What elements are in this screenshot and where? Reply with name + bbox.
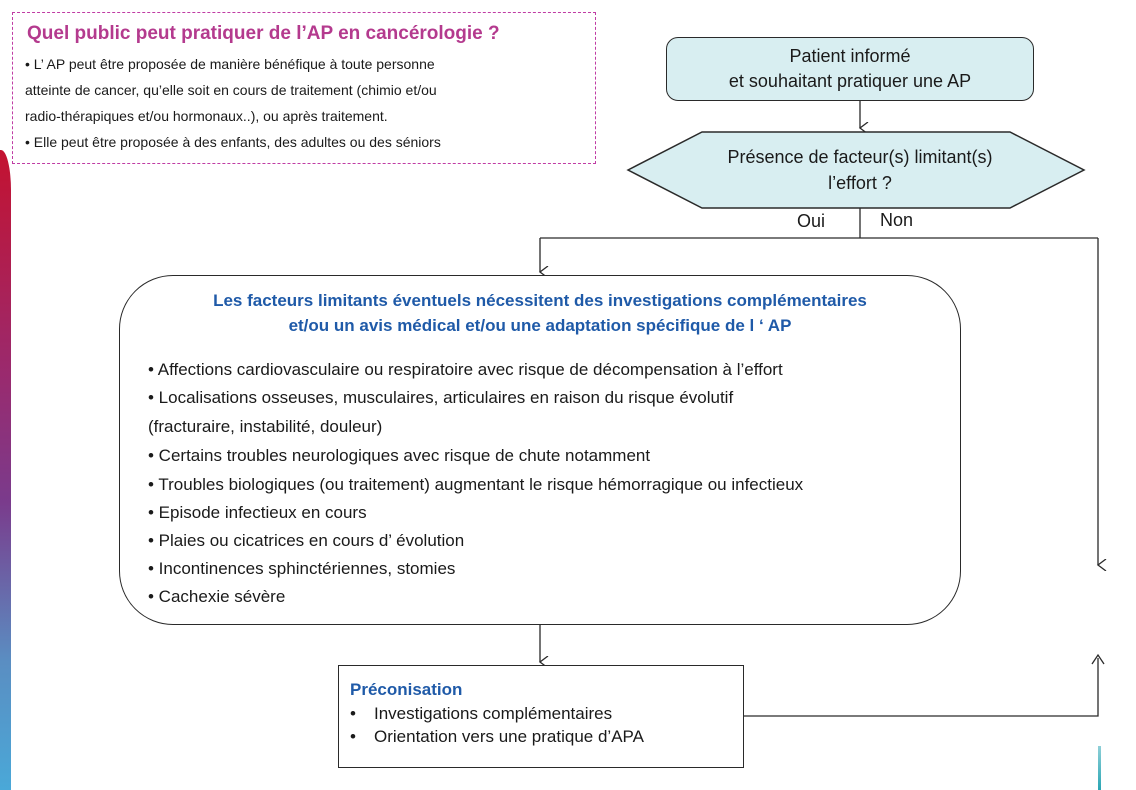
factors-title-line-1: Les facteurs limitants éventuels nécessi… [213,291,867,310]
recommendation-title: Préconisation [350,680,463,699]
decorative-stripe-right [1098,746,1101,790]
factor-item: • Troubles biologiques (ou traitement) a… [148,475,804,494]
start-line-1: Patient informé [789,46,911,66]
decision-node: Présence de facteur(s) limitant(s) l’eff… [650,143,1070,197]
info-line: • Elle peut être proposée à des enfants,… [25,134,441,150]
start-node: Patient informé et souhaitant pratiquer … [666,37,1034,101]
recommendation-item-text: Investigations complémentaires [374,704,613,723]
factor-item: • Episode infectieux en cours [148,503,367,522]
info-line: atteinte de cancer, qu’elle soit en cour… [25,82,437,98]
factor-item: • Localisations osseuses, musculaires, a… [148,388,734,407]
branch-label-no: Non [880,210,914,230]
bullet: • [350,727,356,746]
factor-item: • Certains troubles neurologiques avec r… [148,446,651,465]
start-line-2: et souhaitant pratiquer une AP [728,71,972,91]
factors-title: Les facteurs limitants éventuels nécessi… [120,288,960,338]
factors-box: Les facteurs limitants éventuels nécessi… [119,275,961,625]
decision-line-2: l’effort ? [828,173,892,193]
factor-item: • Affections cardiovasculaire ou respira… [148,360,783,379]
branch-label-yes: Oui [797,211,826,231]
info-line: • L’ AP peut être proposée de manière bé… [25,56,435,72]
recommendation-item-text: Orientation vers une pratique d’APA [374,727,644,746]
recommendation-box: Préconisation • Investigations complément… [338,665,744,768]
factor-item: (fracturaire, instabilité, douleur) [148,417,383,436]
decorative-stripe-left [0,150,11,790]
factors-title-line-2: et/ou un avis médical et/ou une adaptati… [288,316,792,335]
recommendation-item: • Investigations complémentaires [350,702,743,725]
bullet: • [350,704,356,723]
decision-hexagon [626,131,1086,209]
decision-line-1: Présence de facteur(s) limitant(s) [727,147,993,167]
recommendation-item: • Orientation vers une pratique d’APA [350,725,743,748]
info-box-public: Quel public peut pratiquer de l’AP en ca… [12,12,596,164]
factor-item: • Plaies ou cicatrices en cours d’ évolu… [148,531,465,550]
info-title: Quel public peut pratiquer de l’AP en ca… [27,23,500,44]
factor-item: • Cachexie sévère [148,587,286,606]
factor-item: • Incontinences sphinctériennes, stomies [148,559,456,578]
arrow-reco-up [744,658,1099,717]
info-line: radio-thérapiques et/ou hormonaux..), ou… [25,108,388,124]
arrow-reco-up-head [1091,653,1105,665]
